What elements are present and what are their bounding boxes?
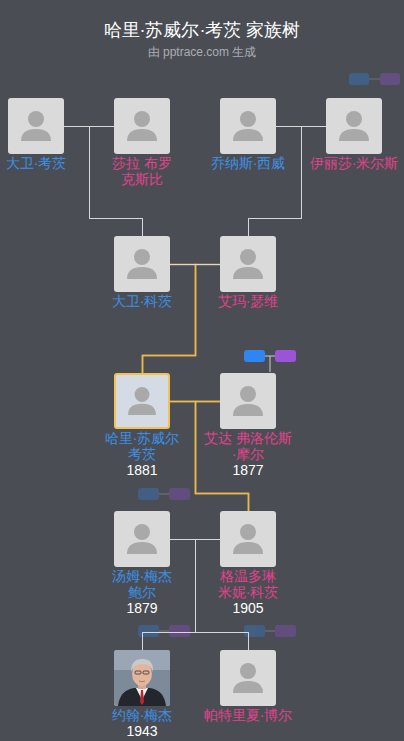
page-caption: 由 pptrace.com 生成 <box>0 45 404 60</box>
person-node: 艾玛·瑟维 <box>217 236 280 309</box>
person-node: 汤姆·梅杰 鲍尔1879 <box>111 511 174 616</box>
person-box <box>8 98 64 154</box>
person-node: 艾达 弗洛伦斯·摩尔1877 <box>203 373 294 478</box>
person-name: 艾玛·瑟维 <box>217 293 280 309</box>
person-node: 哈里·苏威尔 考茨1881 <box>104 373 181 478</box>
person-icon <box>116 375 168 427</box>
toggle-widget <box>244 625 296 637</box>
person-icon <box>220 650 276 706</box>
person-node: 乔纳斯·西威 <box>210 98 287 171</box>
person-icon <box>220 373 276 429</box>
person-name: 格温多琳 米妮·科茨 <box>217 568 280 600</box>
family-connector <box>170 539 220 540</box>
person-icon <box>114 98 170 154</box>
family-connector <box>170 401 220 403</box>
person-name: 汤姆·梅杰 鲍尔 <box>111 568 174 600</box>
person-node: 大卫·考茨 <box>5 98 68 171</box>
person-node: 莎拉 布罗克斯比 <box>106 98 179 187</box>
person-box <box>326 98 382 154</box>
family-connector <box>276 126 326 127</box>
person-label: 大卫·科茨 <box>111 293 174 309</box>
person-label: 帕特里夏·博尔 <box>203 707 294 723</box>
birth-year: 1905 <box>232 600 263 616</box>
person-label: 艾玛·瑟维 <box>217 293 280 309</box>
person-label: 汤姆·梅杰 鲍尔1879 <box>111 568 174 616</box>
family-connector <box>64 126 114 127</box>
person-box <box>114 236 170 292</box>
birth-year: 1879 <box>126 600 157 616</box>
person-box <box>114 650 170 706</box>
person-label: 约翰·梅杰1943 <box>111 707 174 739</box>
person-name: 约翰·梅杰 <box>111 707 174 723</box>
person-name: 莎拉 布罗克斯比 <box>106 155 179 187</box>
person-box <box>114 98 170 154</box>
person-label: 格温多琳 米妮·科茨1905 <box>217 568 280 616</box>
person-name: 伊丽莎·米尔斯 <box>309 155 400 171</box>
person-node: 伊丽莎·米尔斯 <box>309 98 400 171</box>
person-box <box>220 650 276 706</box>
birth-year: 1877 <box>232 462 263 478</box>
person-name: 帕特里夏·博尔 <box>203 707 294 723</box>
toggle-widget <box>138 625 190 637</box>
person-box <box>220 236 276 292</box>
person-icon <box>114 511 170 567</box>
person-name: 大卫·考茨 <box>5 155 68 171</box>
person-label: 乔纳斯·西威 <box>210 155 287 171</box>
person-icon <box>220 511 276 567</box>
person-icon <box>326 98 382 154</box>
person-name: 哈里·苏威尔 考茨 <box>104 430 181 462</box>
person-name: 大卫·科茨 <box>111 293 174 309</box>
portrait-photo <box>114 650 170 706</box>
person-icon <box>220 98 276 154</box>
person-box <box>114 373 170 429</box>
page-title: 哈里·苏威尔·考茨 家族树 <box>0 19 404 41</box>
person-label: 艾达 弗洛伦斯·摩尔1877 <box>203 430 294 478</box>
person-node: 约翰·梅杰1943 <box>111 650 174 739</box>
person-node: 格温多琳 米妮·科茨1905 <box>217 511 280 616</box>
person-icon <box>8 98 64 154</box>
person-icon <box>114 236 170 292</box>
person-label: 大卫·考茨 <box>5 155 68 171</box>
person-name: 艾达 弗洛伦斯·摩尔 <box>203 430 294 462</box>
birth-year: 1881 <box>126 462 157 478</box>
person-box <box>220 373 276 429</box>
family-connector <box>170 264 220 265</box>
toggle-widget <box>138 488 190 500</box>
person-label: 伊丽莎·米尔斯 <box>309 155 400 171</box>
person-icon <box>220 236 276 292</box>
person-node: 大卫·科茨 <box>111 236 174 309</box>
person-box <box>114 511 170 567</box>
person-box <box>220 511 276 567</box>
person-label: 哈里·苏威尔 考茨1881 <box>104 430 181 478</box>
toggle-widget <box>244 350 296 372</box>
person-name: 乔纳斯·西威 <box>210 155 287 171</box>
toggle-widget <box>349 73 400 85</box>
birth-year: 1943 <box>126 723 157 739</box>
person-node: 帕特里夏·博尔 <box>203 650 294 723</box>
person-box <box>220 98 276 154</box>
person-label: 莎拉 布罗克斯比 <box>106 155 179 187</box>
